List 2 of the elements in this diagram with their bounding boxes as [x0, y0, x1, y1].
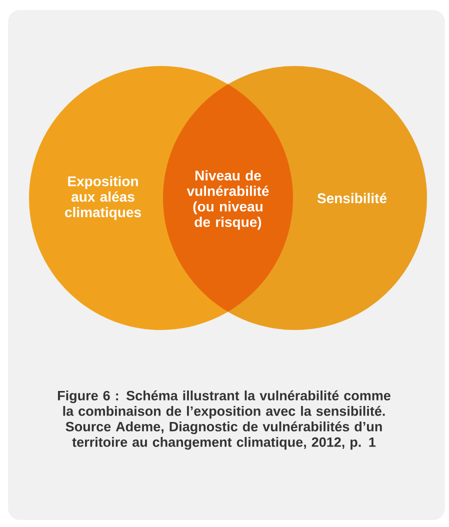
overlap-area: Niveau de vulnérabilité (ou niveau de risque)	[186, 170, 269, 230]
caption: Figure 6 : Schéma illustrant la vulnérabilité comme la combinaison de l’exposition avec la sensibilité. Source Ademe, Diagnostic de vulnérabilités d’un territoire au changement climatique, 2012, p. 1	[58, 390, 390, 450]
